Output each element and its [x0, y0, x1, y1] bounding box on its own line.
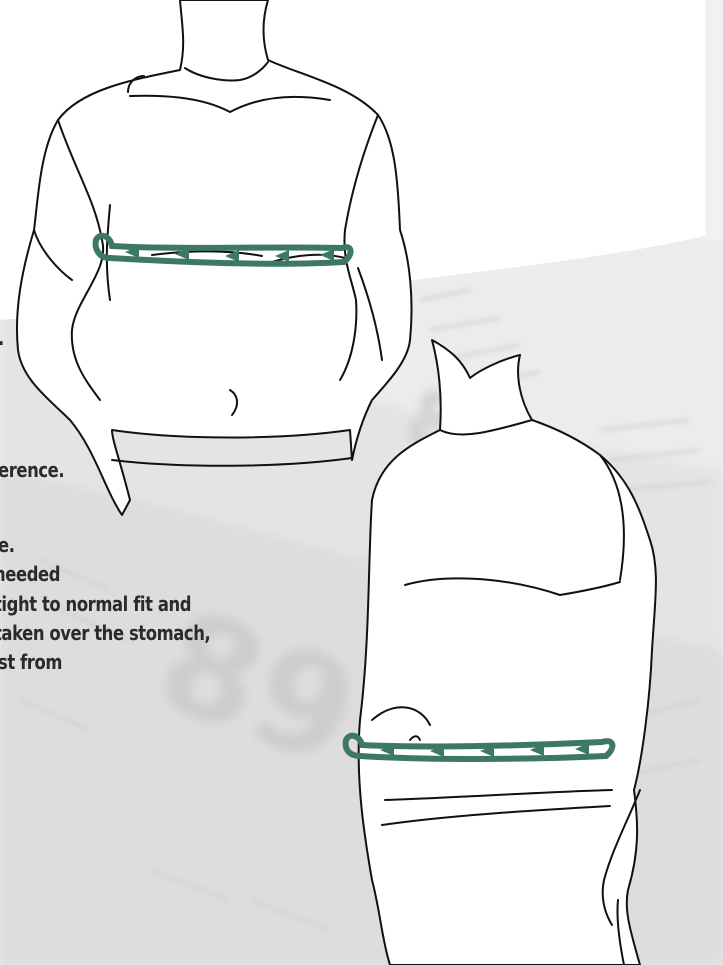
- chest-figure: [17, 0, 412, 515]
- waist-figure: [359, 340, 656, 965]
- waist-figure-body: [359, 340, 656, 965]
- chest-figure-body: [17, 0, 412, 515]
